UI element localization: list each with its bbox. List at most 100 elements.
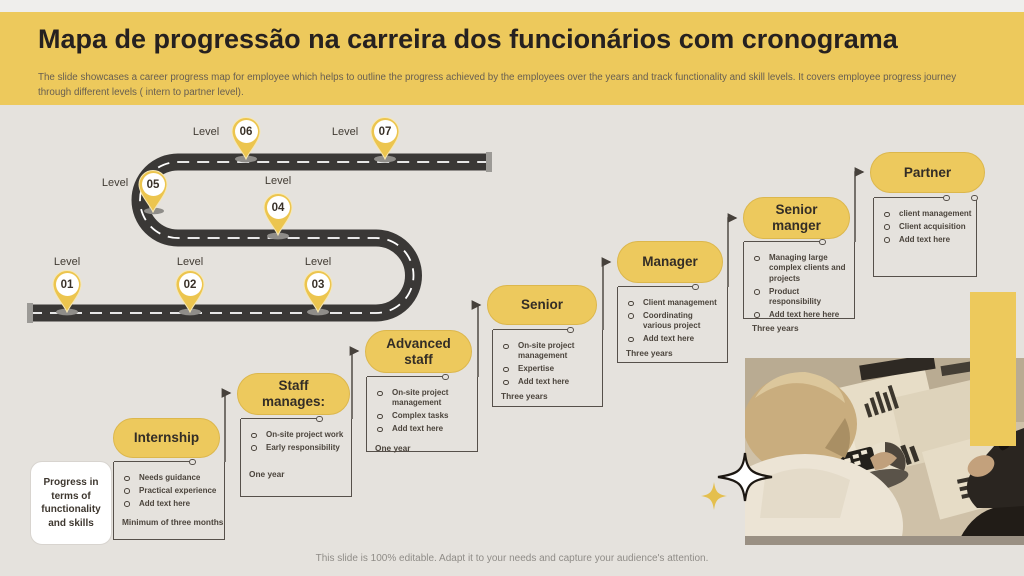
page-title: Mapa de progressão na carreira dos funci… — [38, 24, 898, 54]
stage-pill-staff: Staff manages: — [237, 373, 350, 415]
level-pin: 03 — [303, 269, 333, 313]
stage-bullet: Client management — [618, 298, 723, 308]
stage-pill-manager: Manager — [617, 241, 723, 283]
box-top-line — [114, 461, 191, 463]
sparkle-yellow-icon — [701, 482, 727, 510]
level-pin-number: 02 — [178, 273, 202, 296]
level-pin: 06 — [231, 116, 261, 160]
level-pin-number: 05 — [141, 173, 165, 196]
stage-bullet: Expertise — [493, 364, 598, 374]
sparkle-white-icon — [717, 452, 773, 502]
deco-rectangle — [970, 292, 1016, 446]
stage-bullet: Early responsibility — [241, 443, 347, 453]
stage-pill-label: Advanced staff — [386, 335, 451, 367]
stage-bullet: Add text here — [618, 334, 723, 344]
connector-dot-icon — [819, 238, 826, 246]
stage-bullet: Client acquisition — [874, 222, 972, 232]
level-pin-number: 01 — [55, 273, 79, 296]
level-label: Level — [331, 126, 359, 138]
stage-duration: One year — [249, 469, 285, 480]
level-pin: 01 — [52, 269, 82, 313]
stage-pill-label: Senior — [520, 297, 563, 313]
level-pin: 07 — [370, 116, 400, 160]
stage-detail-box-internship: Needs guidance Practical experience Add … — [113, 458, 225, 540]
level-label: Level — [176, 256, 204, 268]
stage-pill-advanced-staff: Advanced staff — [365, 330, 472, 373]
side-note-card: Progress in terms of functionality and s… — [30, 461, 112, 545]
connector-line — [349, 346, 360, 419]
connector-dot-icon — [692, 283, 699, 291]
connector-dot-icon — [189, 458, 196, 466]
box-top-line — [618, 286, 695, 288]
stage-detail-box-staff: On-site project work Early responsibilit… — [240, 415, 352, 497]
level-label: Level — [304, 256, 332, 268]
connector-dot-icon — [316, 415, 323, 423]
stage-bullet: Add text here — [114, 499, 220, 509]
level-pin-number: 04 — [266, 196, 290, 219]
stage-bullet: Practical experience — [114, 486, 220, 496]
stage-pill-senior: Senior — [487, 285, 597, 325]
level-pin: 04 — [263, 192, 293, 236]
stage-pill-senior-manger: Senior manger — [743, 197, 850, 239]
connector-dot-icon — [971, 194, 978, 202]
connector-dot-icon — [567, 326, 574, 334]
connector-dot-icon — [943, 194, 950, 202]
stage-pill-label: Manager — [642, 254, 698, 270]
level-pin-number: 07 — [373, 120, 397, 143]
stage-pill-label: Internship — [133, 430, 200, 446]
level-pin: 05 — [138, 169, 168, 213]
level-label: Level — [192, 126, 220, 138]
level-pin: 02 — [175, 269, 205, 313]
stage-duration: Three years — [626, 347, 673, 358]
connector-line — [221, 388, 232, 462]
stage-bullet: Add text here — [367, 424, 473, 434]
connector-line — [601, 257, 612, 330]
stage-bullet: Add text here — [493, 377, 598, 387]
top-strip — [0, 0, 1024, 12]
stage-pill-label: Senior manger — [772, 202, 821, 233]
stage-detail-box-manager: Client management Coordinating various p… — [617, 283, 728, 363]
stage-bullet: Add text here — [874, 235, 972, 245]
box-top-line — [493, 329, 570, 331]
stage-bullet: Add text here here — [744, 310, 850, 320]
box-top-line — [367, 376, 444, 378]
level-label: Level — [53, 256, 81, 268]
stage-bullet: Complex tasks — [367, 411, 473, 421]
side-note-text: Progress in terms of functionality and s… — [41, 477, 101, 529]
box-top-line — [241, 418, 318, 420]
level-pin-number: 03 — [306, 273, 330, 296]
box-top-line — [744, 241, 821, 243]
connector-line — [471, 300, 482, 377]
stage-duration: Minimum of three months — [122, 517, 224, 528]
connector-line — [727, 213, 738, 287]
stage-bullet: client management — [874, 209, 972, 219]
stage-bullet: Needs guidance — [114, 473, 220, 483]
stage-pill-label: Partner — [903, 164, 952, 180]
stage-pill-internship: Internship — [113, 418, 220, 458]
stage-bullet: Managing large complex clients and proje… — [744, 253, 850, 284]
sparkles-group — [701, 452, 773, 510]
stage-detail-box-advanced-staff: On-site project management Complex tasks… — [366, 373, 478, 453]
footer-note: This slide is 100% editable. Adapt it to… — [315, 553, 709, 564]
stage-duration: Three years — [501, 390, 548, 401]
level-label: Level — [264, 175, 292, 187]
page-subtitle: The slide showcases a career progress ma… — [38, 72, 957, 99]
stage-pill-partner: Partner — [870, 152, 985, 193]
box-top-line — [874, 197, 946, 199]
stage-duration: Three years — [752, 322, 799, 333]
stage-bullet: Product responsibility — [744, 287, 850, 308]
stage-detail-box-senior-manger: Managing large complex clients and proje… — [743, 238, 855, 333]
stage-pill-label: Staff manages: — [261, 378, 326, 409]
stage-bullet: Coordinating various project — [618, 311, 723, 332]
header-band: Mapa de progressão na carreira dos funci… — [0, 12, 1024, 105]
connector-line — [854, 167, 865, 242]
stage-connectors — [221, 167, 865, 462]
stage-bullet: On-site project management — [367, 388, 473, 409]
stage-bullet: On-site project management — [493, 341, 598, 362]
stage-detail-box-partner: client management Client acquisition Add… — [873, 194, 978, 277]
stage-detail-box-senior: On-site project management Expertise Add… — [492, 326, 603, 407]
level-pin-number: 06 — [234, 120, 258, 143]
stage-duration: One year — [375, 442, 411, 453]
level-label: Level — [101, 177, 129, 189]
